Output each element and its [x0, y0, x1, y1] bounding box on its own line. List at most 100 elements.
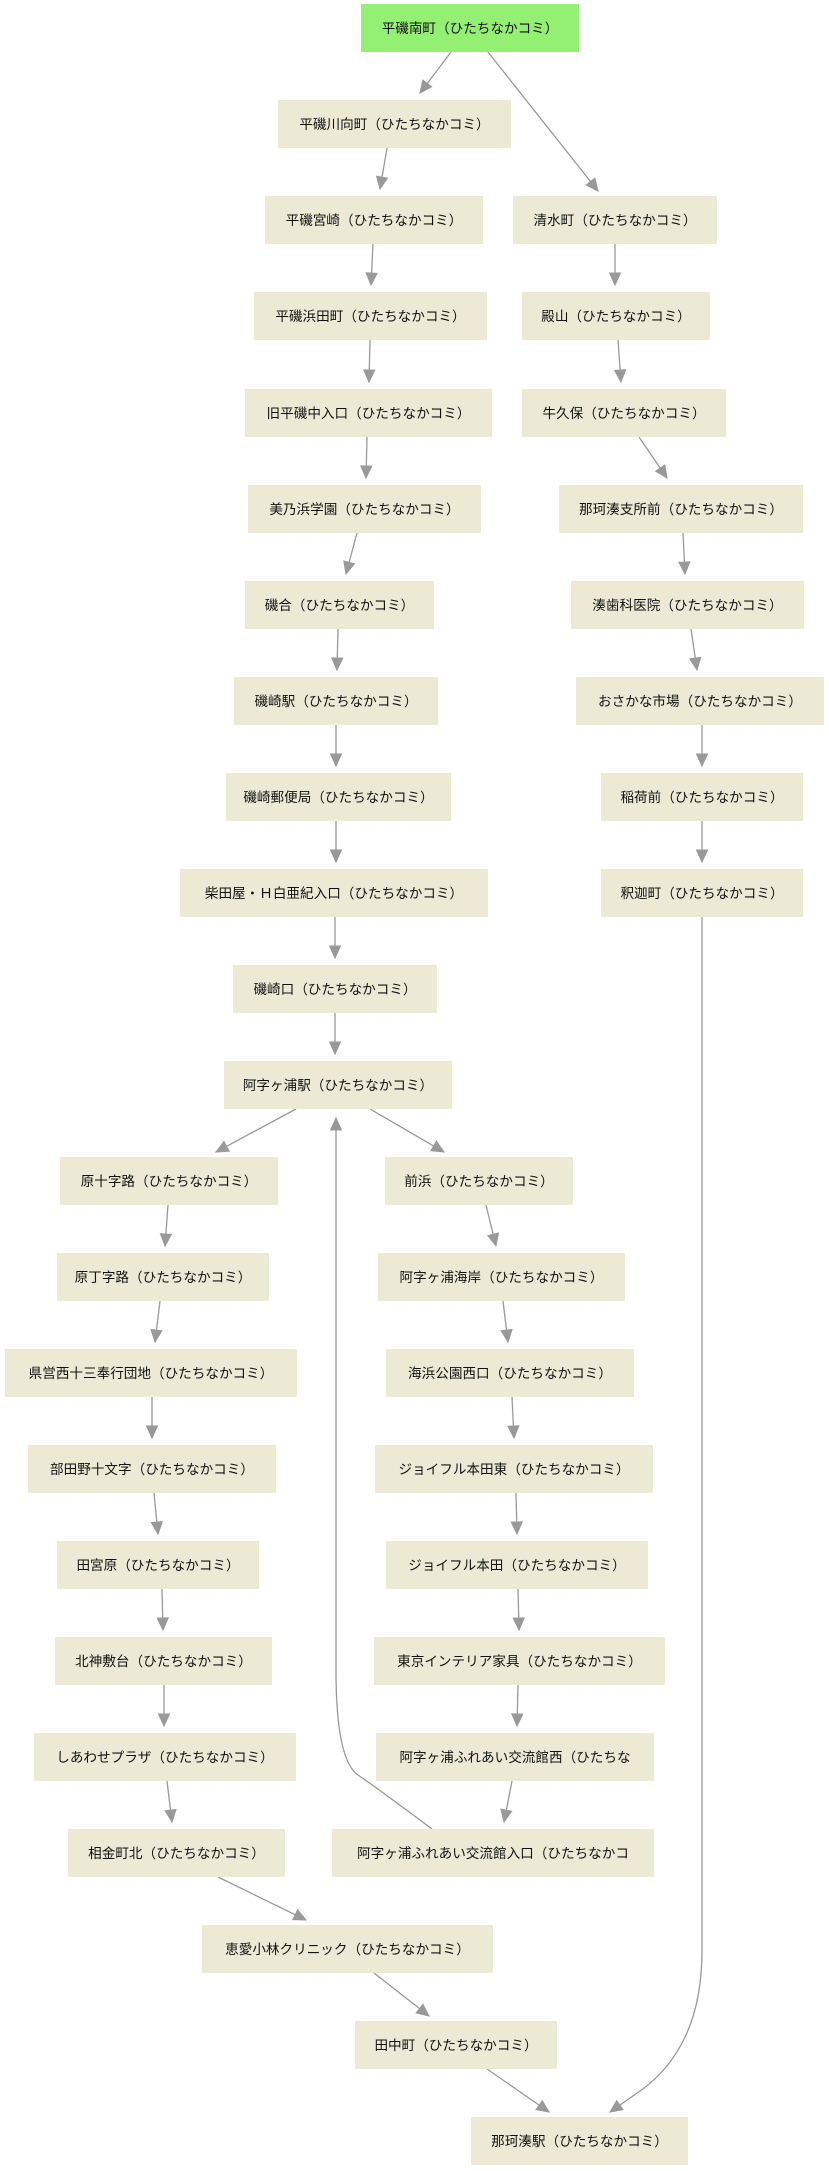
- node-box: [522, 389, 726, 437]
- arrowhead-icon: [695, 849, 709, 864]
- edge-n12-to-n13: [214, 1108, 297, 1153]
- node-label: 部田野十文字（ひたちなかコミ）: [50, 1462, 254, 1478]
- arrowhead-icon: [419, 79, 433, 94]
- arrowhead-icon: [535, 2099, 550, 2113]
- node-box: [513, 196, 717, 244]
- node-box: [375, 1445, 653, 1493]
- stop-node-n13: 原十字路（ひたちなかコミ）: [60, 1157, 278, 1205]
- stop-node-n31: 阿字ヶ浦ふれあい交流館入口（ひたちなかコ: [332, 1829, 654, 1877]
- node-box: [278, 100, 511, 148]
- edge-n25-to-n26: [500, 1300, 513, 1344]
- node-box: [34, 1733, 296, 1781]
- node-box: [202, 1925, 493, 1973]
- arrowhead-icon: [511, 1713, 524, 1728]
- edge-n01-to-n02: [419, 51, 452, 94]
- arrowhead-icon: [292, 1908, 308, 1921]
- edge-n37-to-n38: [695, 725, 709, 768]
- edge-n22-to-n23: [486, 2068, 550, 2113]
- node-label: 県営西十三奉行団地（ひたちなかコミ）: [29, 1366, 274, 1382]
- node-label: 前浜（ひたちなかコミ）: [404, 1173, 554, 1190]
- edge-n29-to-n30: [511, 1684, 524, 1728]
- node-box: [245, 389, 492, 437]
- arrowhead-icon: [343, 560, 356, 576]
- node-label: 平磯宮崎（ひたちなかコミ）: [286, 213, 463, 229]
- arrowhead-icon: [157, 1713, 171, 1728]
- arrowhead-icon: [688, 656, 702, 672]
- node-box: [471, 2117, 688, 2165]
- stop-node-n35: 那珂湊支所前（ひたちなかコミ）: [559, 485, 803, 533]
- stop-node-n10: 柴田屋・Ｈ白亜紀入口（ひたちなかコミ）: [180, 869, 488, 917]
- stop-node-n37: おさかな市場（ひたちなかコミ）: [576, 677, 824, 725]
- arrowhead-icon: [159, 1233, 173, 1248]
- node-box: [361, 4, 579, 52]
- stop-node-n21: 恵愛小林クリニック（ひたちなかコミ）: [202, 1925, 493, 1973]
- arrowhead-icon: [329, 849, 343, 864]
- edge-n08-to-n09: [329, 725, 343, 768]
- nodes-layer: 平磯南町（ひたちなかコミ） 平磯川向町（ひたちなかコミ） 平磯宮崎（ひたちなかコミ）…: [5, 4, 824, 2165]
- node-box: [234, 677, 438, 725]
- stop-node-n05: 旧平磯中入口（ひたちなかコミ）: [245, 389, 492, 437]
- node-box: [332, 1829, 654, 1877]
- node-box: [378, 1253, 625, 1301]
- node-label: 恵愛小林クリニック（ひたちなかコミ）: [225, 1942, 470, 1958]
- edge-n32-to-n33: [608, 244, 622, 287]
- arrowhead-icon: [608, 272, 622, 287]
- node-box: [28, 1445, 276, 1493]
- node-label: 阿字ヶ浦ふれあい交流館入口（ひたちなかコ: [357, 1845, 629, 1862]
- edge-line: [369, 1108, 445, 1153]
- node-box: [374, 1637, 665, 1685]
- arrowhead-icon: [328, 1041, 342, 1056]
- arrowhead-icon: [654, 464, 668, 479]
- edge-n19-to-n20: [164, 1780, 177, 1824]
- node-box: [265, 196, 483, 244]
- arrowhead-icon: [329, 1116, 343, 1131]
- stop-node-n30: 阿字ヶ浦ふれあい交流館西（ひたちな: [376, 1733, 654, 1781]
- node-box: [233, 965, 437, 1013]
- node-label: 美乃浜学園（ひたちなかコミ）: [269, 502, 459, 518]
- arrowhead-icon: [500, 1808, 513, 1824]
- edge-n39-to-n23: [609, 916, 703, 2113]
- arrowhead-icon: [695, 753, 709, 768]
- arrowhead-icon: [613, 369, 627, 384]
- start-node: 平磯南町（ひたちなかコミ）: [361, 4, 579, 52]
- stop-node-n06: 美乃浜学園（ひたちなかコミ）: [248, 485, 481, 533]
- node-label: 清水町（ひたちなかコミ）: [533, 213, 696, 229]
- node-box: [60, 1157, 278, 1205]
- node-label: 相金町北（ひたちなかコミ）: [88, 1846, 265, 1862]
- node-box: [522, 292, 710, 340]
- arrowhead-icon: [430, 1140, 446, 1153]
- stop-node-n18: 北神敷台（ひたちなかコミ）: [55, 1637, 272, 1685]
- arrowhead-icon: [375, 175, 389, 191]
- node-box: [571, 581, 804, 629]
- node-label: ジョイフル本田東（ひたちなかコミ）: [398, 1462, 629, 1478]
- stop-node-n27: ジョイフル本田東（ひたちなかコミ）: [375, 1445, 653, 1493]
- edge-n27-to-n28: [510, 1492, 523, 1536]
- node-label: 那珂湊支所前（ひたちなかコミ）: [579, 501, 783, 518]
- node-box: [576, 677, 824, 725]
- node-label: 那珂湊駅（ひたちなかコミ）: [491, 2133, 668, 2150]
- edge-line: [486, 2068, 550, 2113]
- arrowhead-icon: [156, 1617, 169, 1632]
- arrowhead-icon: [145, 1425, 159, 1440]
- node-label: 旧平磯中入口（ひたちなかコミ）: [267, 406, 471, 422]
- stop-node-n28: ジョイフル本田（ひたちなかコミ）: [386, 1541, 648, 1589]
- edge-n15-to-n16: [145, 1397, 159, 1440]
- stop-node-n09: 磯崎郵便局（ひたちなかコミ）: [226, 773, 451, 821]
- edge-line: [609, 916, 703, 2113]
- edge-line: [217, 1876, 307, 1921]
- arrowhead-icon: [500, 1328, 513, 1344]
- node-label: 平磯南町（ひたちなかコミ）: [382, 21, 559, 37]
- edge-n16-to-n17: [150, 1492, 164, 1536]
- node-label: 平磯川向町（ひたちなかコミ）: [299, 117, 489, 133]
- node-label: 田中町（ひたちなかコミ）: [374, 2038, 537, 2054]
- node-label: 稲荷前（ひたちなかコミ）: [620, 789, 783, 806]
- node-box: [385, 1157, 573, 1205]
- edge-n20-to-n21: [217, 1876, 308, 1921]
- stop-node-n11: 磯崎口（ひたちなかコミ）: [233, 965, 437, 1013]
- node-label: 阿字ヶ浦ふれあい交流館西（ひたちな: [399, 1749, 630, 1766]
- stop-node-n16: 部田野十文字（ひたちなかコミ）: [28, 1445, 276, 1493]
- edge-n12-to-n24: [369, 1108, 446, 1153]
- stop-node-n39: 釈迦町（ひたちなかコミ）: [601, 869, 803, 917]
- stop-node-n15: 県営西十三奉行団地（ひたちなかコミ）: [5, 1349, 297, 1397]
- node-label: 北神敷台（ひたちなかコミ）: [75, 1654, 252, 1670]
